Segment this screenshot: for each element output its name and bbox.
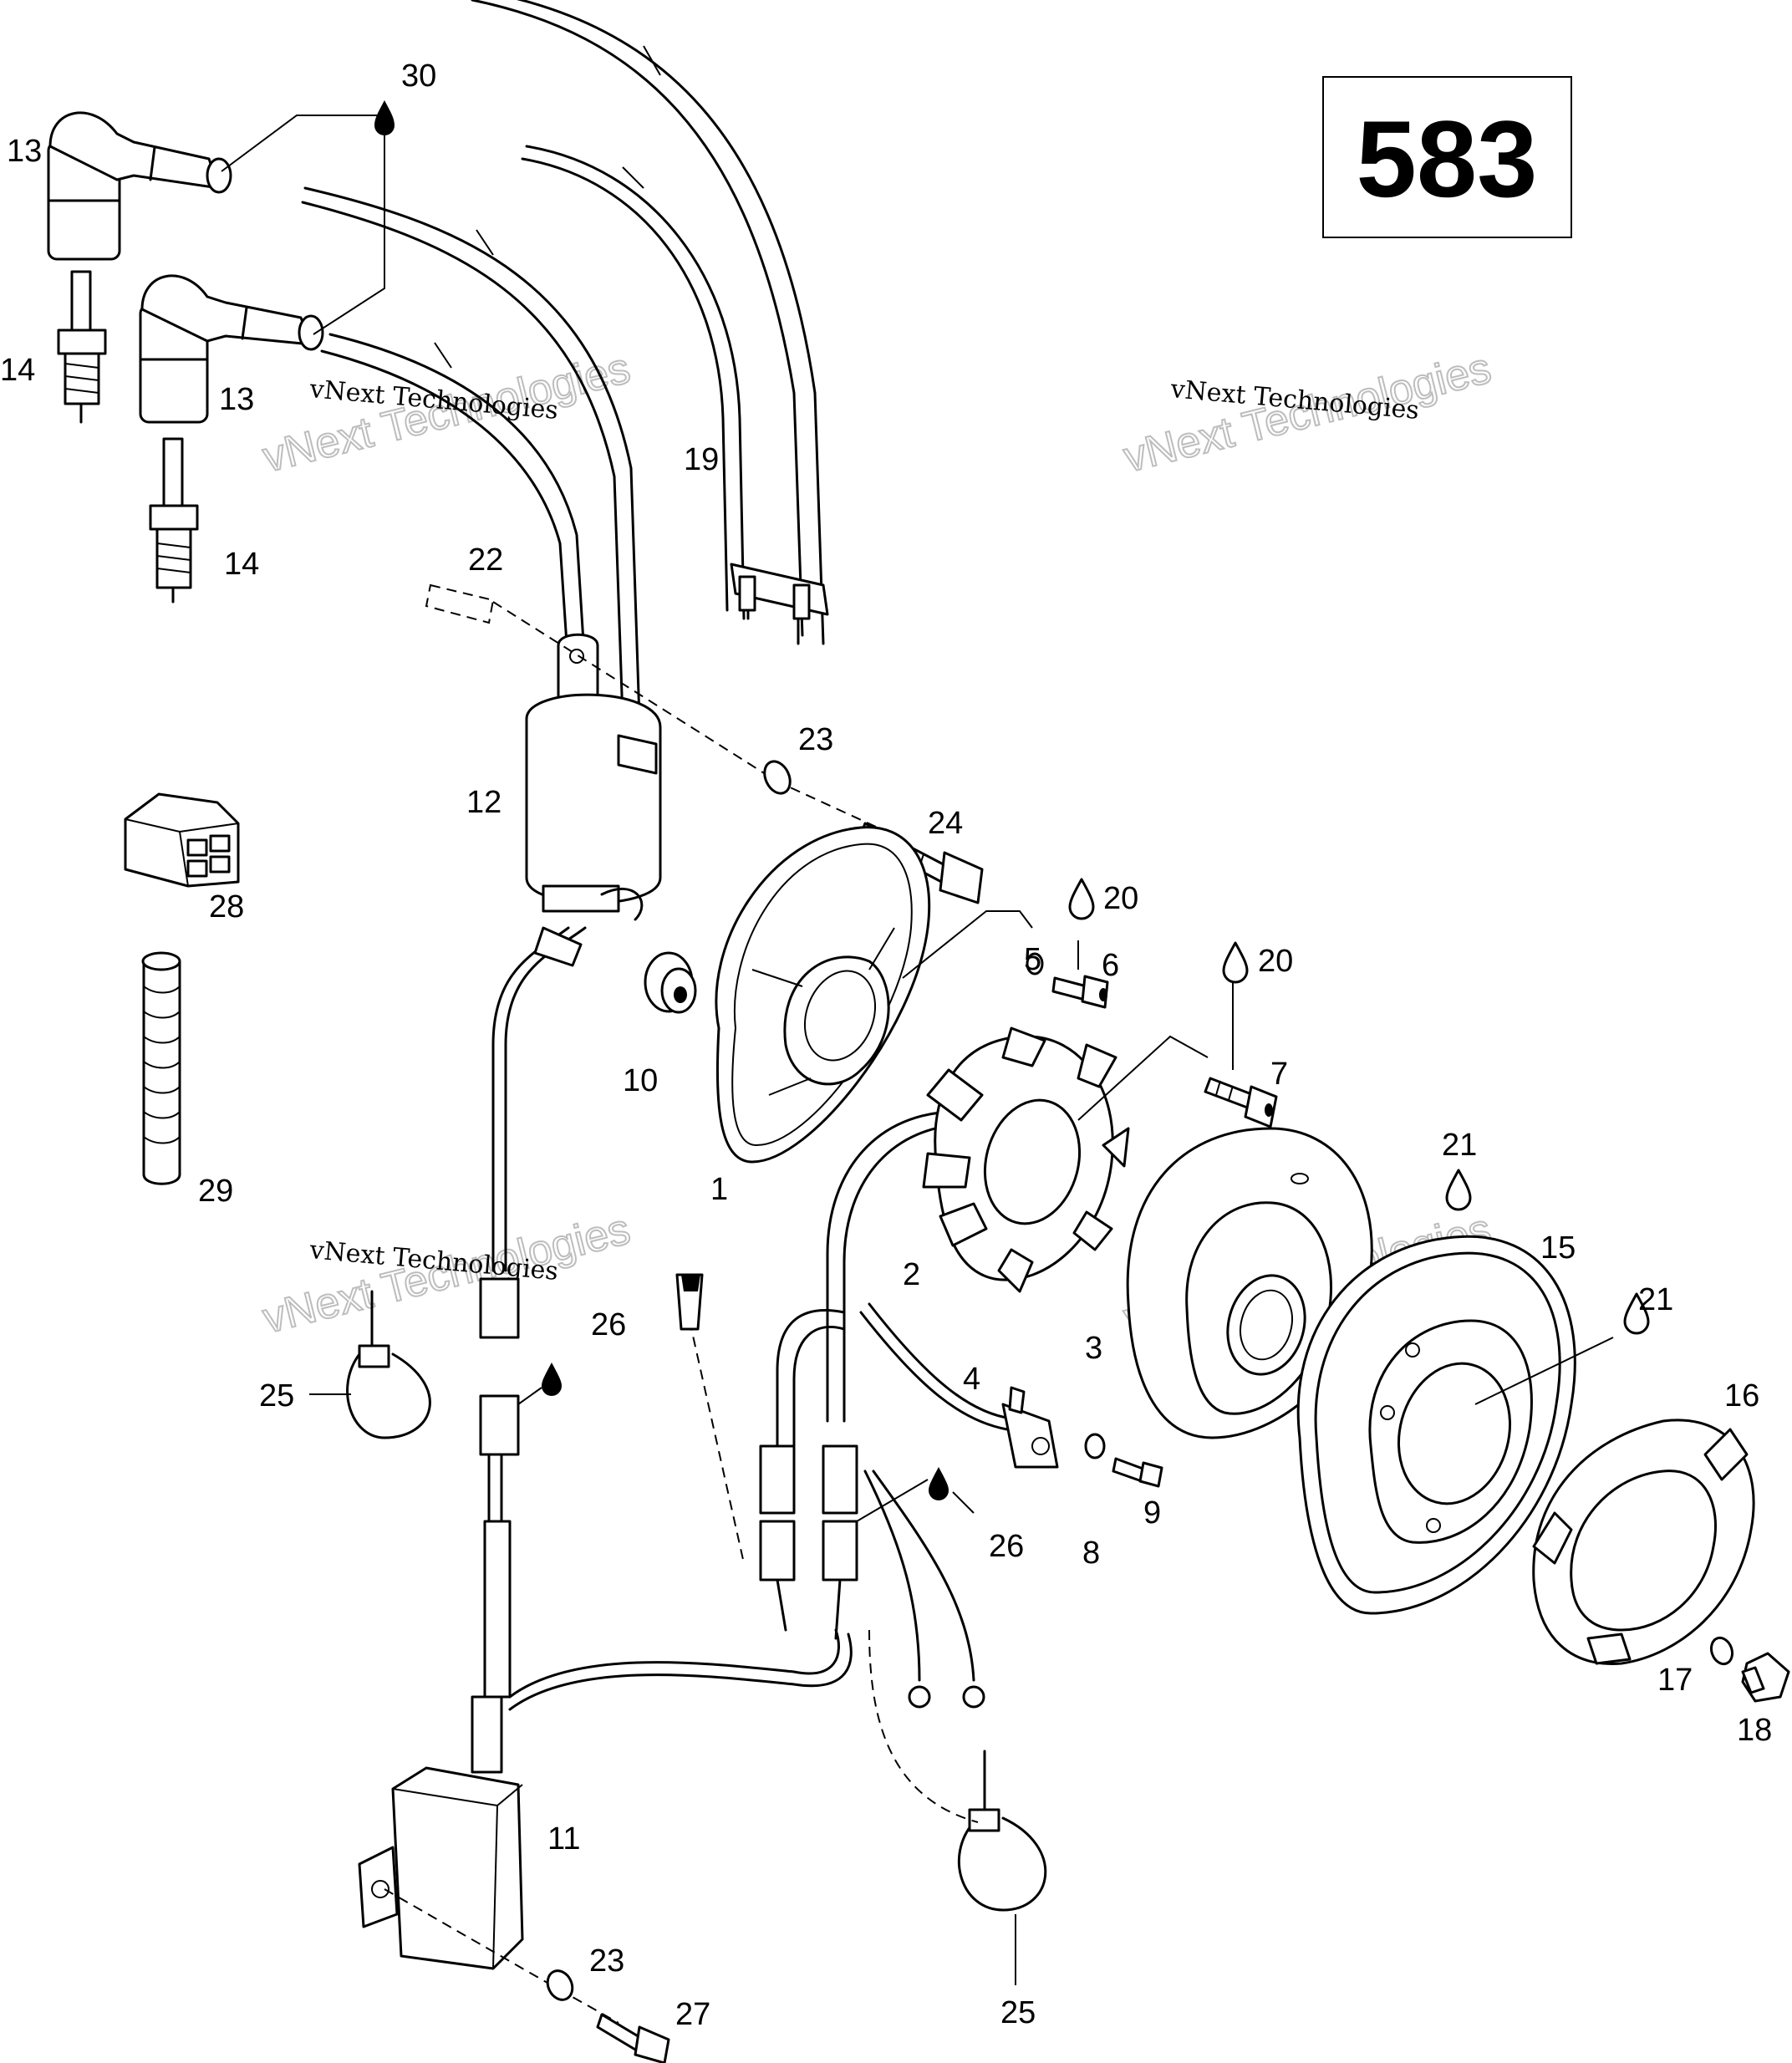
flywheel-bolt [1741,1652,1790,1703]
callout-20: 20 [1258,944,1293,979]
callout-6: 6 [1102,948,1119,983]
cable-tie-left [346,1290,431,1439]
callout-23: 23 [589,1943,624,1979]
leader-screw-7 [1077,1035,1209,1121]
callout-20: 20 [1103,881,1138,916]
flywheel-ring [1296,1235,1576,1615]
trigger-coil [859,1302,1059,1469]
callout-1: 1 [710,1172,728,1207]
callout-11: 11 [547,1821,580,1857]
callout-26: 26 [989,1529,1024,1564]
spark-plug-cap-1 [47,111,232,261]
callout-10: 10 [623,1063,658,1098]
callout-21: 21 [1442,1128,1477,1163]
washer-lower [546,1969,574,2001]
washer-17 [1709,1636,1734,1666]
callout-25: 25 [1000,1995,1036,2030]
grommet [644,951,697,1014]
callout-9: 9 [1143,1495,1161,1531]
page-number: 583 [1357,98,1538,220]
leader-screw-6 [902,910,1033,979]
cable-tie-right [957,1750,1047,1912]
washer-5 [1026,952,1044,975]
callout-19: 19 [684,442,719,477]
callout-15: 15 [1540,1230,1576,1266]
screw-7 [1204,1077,1278,1128]
protective-sleeve [141,951,181,1185]
spark-plug-cap-2 [139,274,324,424]
cdi-module [358,1520,853,2024]
callout-27: 27 [675,1997,710,2032]
starter-cup [1532,1419,1755,1665]
callout-17: 17 [1657,1663,1693,1698]
cdi-screw [596,2013,670,2063]
spark-plug-2 [149,437,199,604]
callout-labels: 30 13 13 14 14 19 22 23 12 24 28 20 20 5… [0,59,1772,2032]
connector-housing [124,792,240,888]
washer-8 [1084,1433,1106,1459]
callout-12: 12 [466,785,501,820]
ignition-coil [525,633,662,921]
high-tension-wires [301,0,825,721]
callout-13: 13 [219,382,254,417]
watermark-2: vNext Technologies vNext Technologies [1118,344,1497,483]
stud [425,583,495,624]
callout-23: 23 [798,722,833,757]
bolt-9 [1112,1457,1163,1488]
wire-clip [730,563,829,645]
grease-drop-icon [374,100,395,135]
washer-upper [763,760,792,795]
callout-22: 22 [468,542,503,578]
callout-28: 28 [209,889,244,925]
callout-24: 24 [928,806,963,841]
callout-25: 25 [259,1378,294,1414]
page-number-box: 583 [1322,76,1572,238]
callout-7: 7 [1270,1057,1288,1092]
callout-30: 30 [401,59,436,94]
spark-plug-1 [57,270,107,424]
watermark-3: vNext Technologies vNext Technologies [257,1205,636,1344]
callout-3: 3 [1085,1331,1102,1366]
callout-14: 14 [0,353,35,388]
leader-26a [517,1387,542,1405]
stator-harness [675,1110,985,1823]
callout-26: 26 [591,1307,626,1342]
callout-21: 21 [1638,1282,1673,1317]
screw-6 [1051,975,1109,1009]
callout-13: 13 [7,134,42,169]
grease-drop-icon [929,1467,949,1500]
callout-5: 5 [1024,942,1041,977]
callout-16: 16 [1724,1378,1759,1414]
grease-drop-icon [1623,1292,1650,1335]
callout-14: 14 [224,547,259,582]
grease-drop-icon [1222,941,1249,984]
callout-8: 8 [1082,1536,1100,1571]
coil-lead-wire [479,926,587,1523]
callout-4: 4 [963,1362,980,1397]
grease-drop-icon [542,1363,562,1396]
leader-26b [856,1479,975,1522]
grease-drop-icon [1068,878,1095,920]
leader-21b [1474,1337,1614,1405]
watermark-1: vNext Technologies vNext Technologies [257,344,636,483]
grease-drop-icon [1445,1169,1472,1211]
callout-29: 29 [198,1174,233,1209]
armature-plate [715,826,931,1164]
callout-18: 18 [1737,1713,1772,1748]
stator [922,1026,1130,1293]
grease-callout-30 [221,100,395,335]
callout-2: 2 [903,1257,920,1292]
